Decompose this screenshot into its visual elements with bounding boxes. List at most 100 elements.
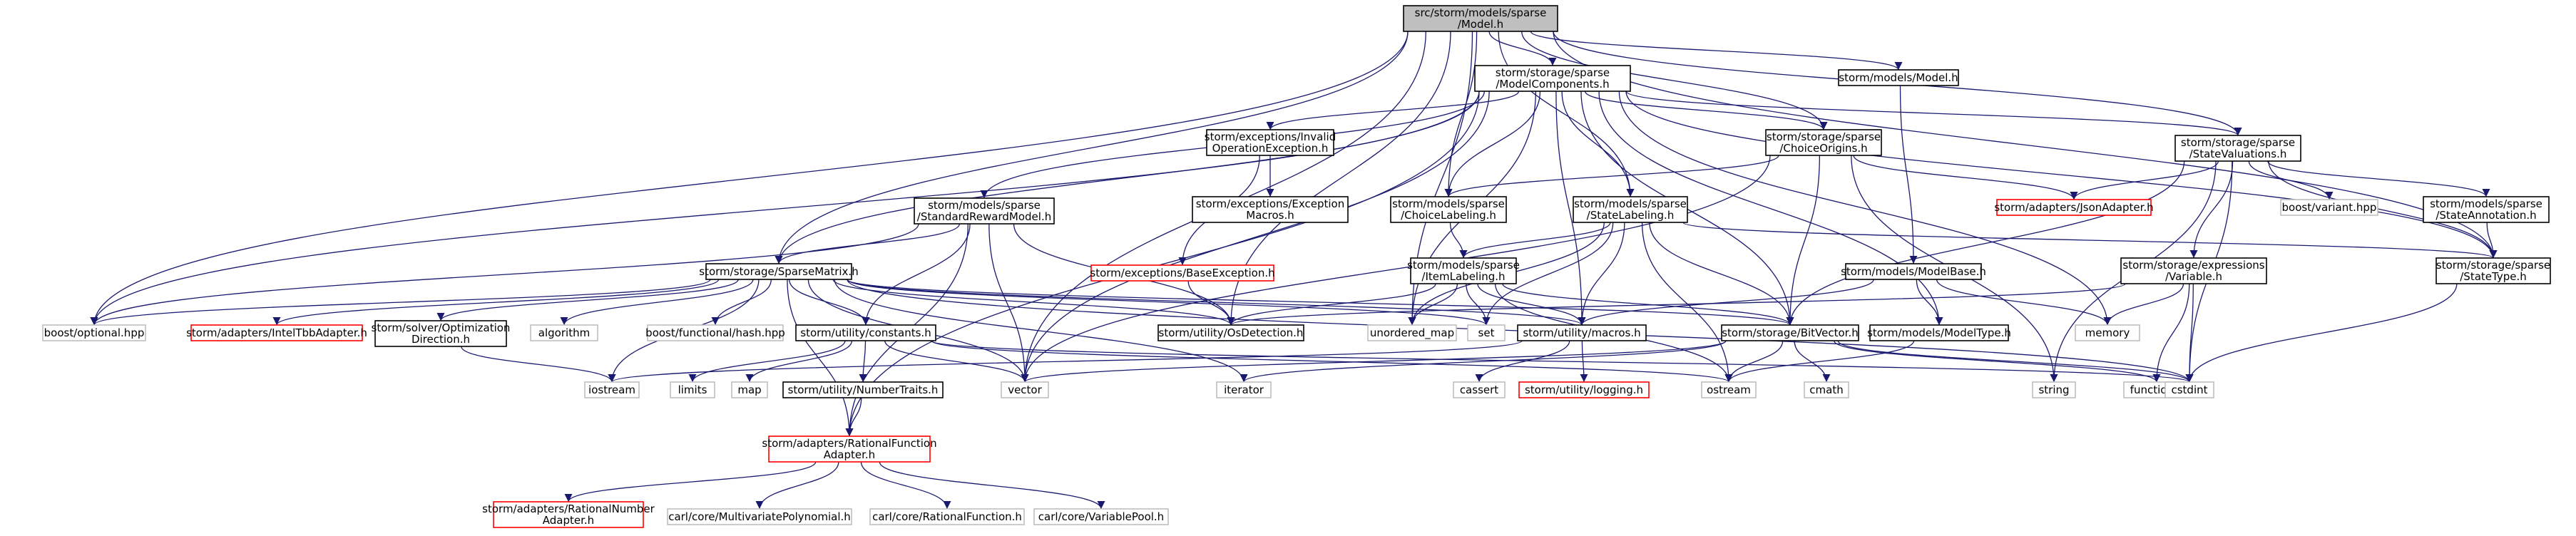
node-label: Adapter.h [543, 514, 594, 527]
node-label: storm/storage/BitVector.h [1722, 326, 1859, 339]
edge-macros-to-iostream [608, 340, 1523, 383]
node-label: storm/utility/NumberTraits.h [788, 383, 939, 396]
edge-line [1240, 340, 1727, 383]
node-choiceorigins[interactable]: storm/storage/sparse/ChoiceOrigins.h [1765, 129, 1882, 156]
edge-line [272, 279, 720, 326]
node-statetype[interactable]: storm/storage/sparse/StateType.h [2436, 257, 2551, 284]
node-label: iterator [1224, 383, 1264, 396]
node-stateannotation[interactable]: storm/models/sparse/StateAnnotation.h [2423, 196, 2550, 223]
node-baseexception[interactable]: storm/exceptions/BaseException.h [1090, 264, 1275, 282]
edge-rationalfunctionadapter-to-multivariatepoly [755, 461, 839, 510]
node-box [1573, 196, 1688, 223]
node-label: /ItemLabeling.h [1421, 270, 1505, 283]
edge-line [862, 223, 971, 326]
node-box [1090, 264, 1274, 282]
edge-line [788, 279, 870, 326]
edge-line [775, 91, 1480, 264]
edge-stdreward-to-constants [862, 223, 971, 326]
node-jsonadapter[interactable]: storm/adapters/JsonAdapter.h [1994, 199, 2154, 216]
node-label: string [2038, 383, 2069, 396]
edge-line [847, 279, 1491, 326]
edge-choicelabeling-to-itemlabeling [1449, 222, 1468, 259]
node-multivariatepoly: carl/core/MultivariatePolynomial.h [667, 508, 852, 525]
node-label: /Model.h [1458, 18, 1503, 31]
node-label: ostream [1707, 383, 1751, 396]
node-label: storm/exceptions/Exception [1196, 197, 1344, 210]
edge-constants-to-numbertraits [859, 340, 867, 383]
node-box [2120, 257, 2267, 284]
node-label: iostream [588, 383, 635, 396]
node-statelabeling[interactable]: storm/models/sparse/StateLabeling.h [1573, 196, 1688, 223]
edge-line [755, 461, 839, 510]
edge-sparsematrix-to-iterator [834, 279, 1248, 383]
edge-exprvariable-to-cstdint [2185, 283, 2194, 383]
node-box [1869, 324, 2009, 341]
node-label: carl/core/RationalFunction.h [872, 510, 1022, 523]
node-ostream: ostream [1701, 381, 1757, 398]
node-box [1157, 324, 1304, 341]
node-choicelabeling[interactable]: storm/models/sparse/ChoiceLabeling.h [1390, 196, 1507, 223]
node-macros[interactable]: storm/utility/macros.h [1517, 324, 1647, 341]
node-modelbase[interactable]: storm/models/ModelBase.h [1841, 263, 1986, 280]
edge-line [1459, 222, 1611, 259]
edge-line [1555, 91, 1586, 326]
node-box [1453, 381, 1506, 398]
edge-line [1641, 222, 1733, 383]
node-bitvector[interactable]: storm/storage/BitVector.h [1721, 324, 1859, 341]
edge-line [1578, 279, 1874, 326]
edge-itemlabeling-to-osdetection [1227, 283, 1436, 326]
edge-line [1625, 91, 2498, 259]
node-statevaluations[interactable]: storm/storage/sparse/StateValuations.h [2174, 135, 2301, 162]
edge-line [1853, 155, 2078, 200]
edge-choiceorigins-to-choicelabeling [1444, 155, 1779, 197]
edge-line [608, 340, 1523, 383]
edge-line [847, 279, 1794, 326]
edge-stdreward-to-boostoptional [90, 223, 919, 326]
edge-line [1561, 91, 1635, 197]
node-osdetection[interactable]: storm/utility/OsDetection.h [1157, 324, 1304, 341]
node-label: carl/core/MultivariatePolynomial.h [668, 510, 851, 523]
edge-bitvector-to-cstdint [1837, 340, 2194, 383]
node-box [1390, 196, 1507, 223]
edge-modelcomponents-to-boostoptional [90, 91, 1480, 326]
node-stdreward[interactable]: storm/models/sparse/StandardRewardModel.… [914, 197, 1055, 225]
node-box [1765, 129, 1882, 156]
edge-model-to-statelabeling [1498, 31, 1635, 197]
node-box [1367, 324, 1457, 341]
node-exprvariable[interactable]: storm/storage/expressions/Variable.h [2120, 257, 2267, 284]
node-model[interactable]: src/storm/models/sparse/Model.h [1403, 5, 1558, 32]
node-label: storm/storage/sparse [1496, 66, 1610, 79]
node-inteltbb[interactable]: storm/adapters/IntelTbbAdapter.h [186, 324, 367, 341]
edge-line [1227, 283, 2126, 326]
node-numbertraits[interactable]: storm/utility/NumberTraits.h [782, 381, 944, 398]
node-modeltype[interactable]: storm/models/ModelType.h [1867, 324, 2011, 341]
node-label: boost/variant.hpp [2282, 201, 2377, 214]
node-modelcomponents[interactable]: storm/storage/sparse/ModelComponents.h [1474, 65, 1631, 92]
node-label: memory [2085, 326, 2130, 339]
edge-model-to-modelsmodel [1530, 31, 1903, 71]
node-sparsematrix[interactable]: storm/storage/SparseMatrix.h [699, 263, 859, 280]
edge-bitvector-to-iterator [1240, 340, 1727, 383]
node-itemlabeling[interactable]: storm/models/sparse/ItemLabeling.h [1407, 257, 1520, 284]
node-invalidop[interactable]: storm/exceptions/InvalidOperationExcepti… [1205, 129, 1336, 156]
edge-itemlabeling-to-bitvector [1502, 283, 1794, 326]
node-boostoptional: boost/optional.hpp [42, 324, 146, 341]
node-label: /StateLabeling.h [1587, 209, 1675, 222]
node-label: storm/storage/sparse [2181, 136, 2295, 149]
edge-line [688, 340, 846, 383]
node-label: storm/utility/macros.h [1523, 326, 1640, 339]
edge-sparsematrix-to-set [847, 279, 1491, 326]
edge-choiceorigins-to-jsonadapter [1853, 155, 2078, 200]
node-constants[interactable]: storm/utility/constants.h [795, 324, 936, 341]
edge-line [1521, 31, 1828, 130]
node-modelsmodel[interactable]: storm/models/Model.h [1838, 69, 1959, 86]
node-box [493, 501, 644, 528]
node-logging[interactable]: storm/utility/logging.h [1518, 381, 1650, 398]
node-label: boost/functional/hash.hpp [645, 326, 785, 339]
node-label: storm/storage/sparse [1767, 130, 1881, 143]
